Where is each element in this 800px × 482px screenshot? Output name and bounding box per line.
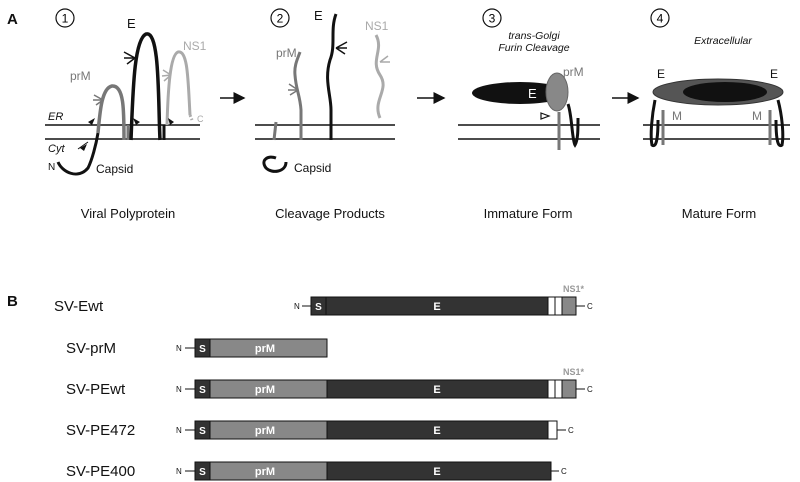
e-dimer-inner (683, 82, 767, 102)
svg-text:prM: prM (563, 65, 584, 79)
svg-text:M: M (672, 109, 682, 123)
er-label: ER (48, 111, 63, 123)
svg-text:M: M (752, 109, 762, 123)
step2-diagram: prM E NS1 Capsid (255, 8, 395, 175)
svg-text:N: N (294, 302, 300, 311)
svg-text:N: N (176, 467, 182, 476)
prm-product (293, 51, 303, 140)
step1-diagram: ER Cyt N Capsid prM E NS1 C (45, 16, 207, 176)
svg-text:NS1: NS1 (365, 19, 389, 33)
ns1-label: NS1 (183, 39, 207, 53)
svg-text:E: E (433, 384, 440, 396)
svg-text:E: E (433, 466, 440, 478)
svg-text:C: C (587, 385, 593, 394)
svg-text:S: S (199, 467, 206, 478)
step4-diagram: Extracellular E E M M (643, 35, 790, 148)
panel-a-label: A (7, 11, 18, 28)
svg-text:prM: prM (255, 466, 275, 478)
construct-name: SV-PE400 (66, 463, 135, 480)
cyt-label: Cyt (48, 143, 65, 155)
tm-segment-2 (554, 296, 563, 316)
e-product (326, 13, 338, 140)
svg-text:S: S (199, 426, 206, 437)
tm-segment-1 (547, 420, 558, 440)
svg-text:C: C (561, 467, 567, 476)
construct-sv-pe472: SV-PE472 N S prM E C (66, 420, 574, 440)
step4-caption: Mature Form (682, 206, 756, 221)
construct-name: SV-prM (66, 340, 116, 357)
svg-text:Capsid: Capsid (294, 161, 331, 175)
e-protein-immature (472, 82, 568, 104)
svg-text:trans-Golgi: trans-Golgi (508, 30, 560, 42)
furin-cleavage-arrowhead (540, 112, 551, 120)
capsid-chain (56, 132, 100, 176)
tm-segment-2 (554, 379, 563, 399)
svg-text:C: C (197, 114, 204, 124)
svg-text:E: E (433, 425, 440, 437)
prm-segment (209, 338, 328, 358)
prm-label: prM (70, 69, 91, 83)
step-1-number: 1 (55, 8, 75, 28)
svg-text:Furin Cleavage: Furin Cleavage (498, 42, 569, 54)
step-2-number: 2 (270, 8, 290, 28)
tm-segment-1 (547, 379, 556, 399)
construct-name: SV-Ewt (54, 298, 104, 315)
step3-caption: Immature Form (484, 206, 573, 221)
svg-text:N: N (176, 344, 182, 353)
construct-sv-ewt: SV-Ewt N S E NS1* C (54, 284, 593, 316)
svg-text:E: E (770, 67, 778, 81)
ns1-segment (561, 379, 577, 399)
svg-text:3: 3 (489, 12, 496, 26)
prm-chain (96, 84, 126, 141)
svg-text:prM: prM (255, 343, 275, 355)
e-label: E (127, 16, 136, 31)
construct-name: SV-PE472 (66, 422, 135, 439)
capsid-label: Capsid (96, 162, 133, 176)
e-glycan (123, 51, 136, 65)
svg-text:NS1*: NS1* (563, 367, 585, 377)
svg-text:S: S (199, 385, 206, 396)
ns1-segment (561, 296, 577, 316)
svg-text:E: E (433, 301, 440, 313)
svg-text:E: E (528, 86, 537, 101)
svg-text:1: 1 (62, 12, 69, 26)
ns1-product (374, 34, 385, 119)
svg-text:S: S (199, 344, 206, 355)
svg-text:prM: prM (276, 46, 297, 60)
svg-text:N: N (176, 426, 182, 435)
construct-sv-pe400: SV-PE400 N S prM E C (66, 461, 567, 481)
svg-text:C: C (568, 426, 574, 435)
construct-sv-prm: SV-prM N S prM (66, 338, 328, 358)
svg-text:C: C (587, 302, 593, 311)
capsid-product (262, 155, 288, 173)
step-3-number: 3 (482, 8, 502, 28)
svg-text:Extracellular: Extracellular (694, 35, 752, 47)
svg-text:E: E (657, 67, 665, 81)
step2-caption: Cleavage Products (275, 206, 385, 221)
ns1-chain (165, 50, 192, 126)
svg-text:N: N (48, 162, 55, 173)
step1-caption: Viral Polyprotein (81, 206, 175, 221)
tm-segment-1 (547, 296, 556, 316)
panel-b-label: B (7, 293, 18, 310)
construct-sv-pewt: SV-PEwt N S prM E NS1* C (66, 367, 593, 399)
prm-glycan (93, 94, 104, 106)
svg-text:prM: prM (255, 425, 275, 437)
svg-text:2: 2 (277, 12, 284, 26)
svg-text:S: S (315, 302, 322, 313)
step3-diagram: trans-Golgi Furin Cleavage E prM (458, 30, 600, 150)
e-chain (129, 32, 162, 141)
prm-protein (545, 72, 569, 112)
construct-name: SV-PEwt (66, 381, 126, 398)
svg-text:4: 4 (657, 12, 664, 26)
step-4-number: 4 (650, 8, 670, 28)
svg-text:E: E (314, 8, 323, 23)
svg-text:NS1*: NS1* (563, 284, 585, 294)
svg-text:prM: prM (255, 384, 275, 396)
svg-text:N: N (176, 385, 182, 394)
